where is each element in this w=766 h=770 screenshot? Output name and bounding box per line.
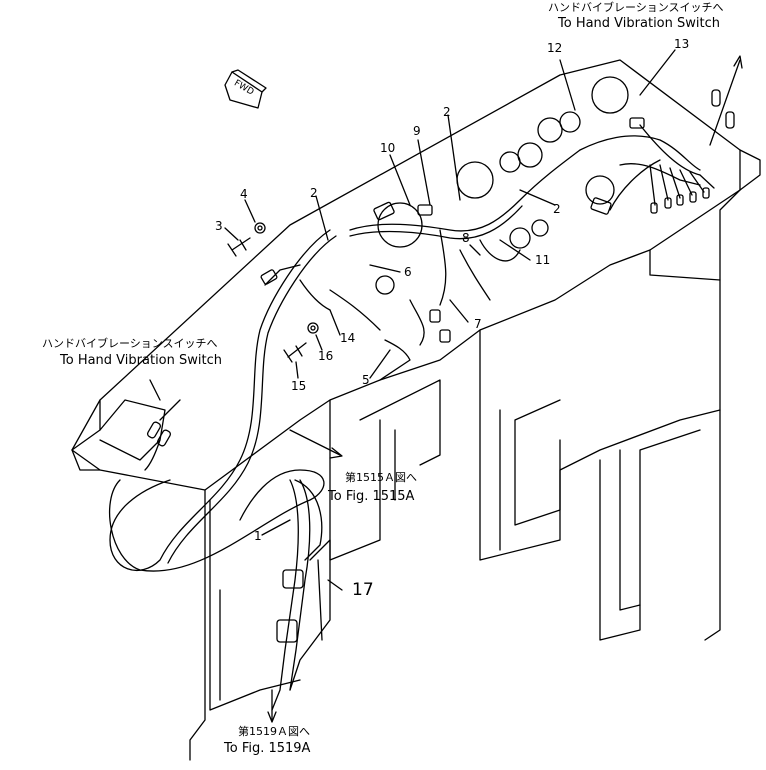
part-number-13: 13 [674,37,690,51]
bolt-15 [283,342,307,363]
part-number-14: 14 [340,331,356,345]
part-number-4: 4 [240,187,248,201]
part-number-2b: 2 [443,105,451,119]
part-number-12: 12 [547,41,563,55]
callout-top-right-jp: ハンドバイブレーションスイッチへ [548,1,724,14]
right-front-panel [649,249,721,281]
callout-top-right-en: To Hand Vibration Switch [558,16,720,31]
callout-left-jp: ハンドバイブレーションスイッチへ [42,337,218,350]
part-number-2c: 2 [553,202,561,216]
main-harness [349,149,581,232]
callout-bottom-en: To Fig. 1519A [224,741,311,756]
part-number-1: 1 [254,529,262,543]
part-number-16: 16 [318,349,334,363]
harness-loop [108,469,325,572]
gauge-large [456,161,494,199]
part-number-2a: 2 [310,186,318,200]
washer-16 [307,322,319,334]
part-number-15: 15 [291,379,307,393]
part-number-6: 6 [404,265,412,279]
part-number-7: 7 [474,317,482,331]
arrow-top-right [709,59,741,146]
console-top-surface [71,59,741,491]
part-number-9: 9 [413,124,421,138]
front-panel [189,489,206,761]
harness-17 [271,479,299,711]
part-number-5: 5 [362,373,370,387]
bolt-3 [227,237,251,257]
callout-mid-jp: 第1515Ａ図へ [345,471,417,484]
left-switch-bracket [99,399,166,461]
harness-left [109,229,331,571]
console-right-wall [704,189,741,641]
part-number-10: 10 [380,141,396,155]
console-right-side [739,149,761,191]
part-number-3: 3 [215,219,223,233]
arrow-mid [289,429,341,456]
washer-4 [254,222,266,234]
part-number-11: 11 [535,253,551,267]
left-side-panel [71,449,101,471]
part-number-17: 17 [352,580,374,600]
callout-left-en: To Hand Vibration Switch [60,353,222,368]
part-number-8: 8 [462,231,470,245]
callout-mid-en: To Fig. 1515A [328,489,415,504]
fwd-arrow-icon [224,69,267,109]
callout-bottom-jp: 第1519Ａ図へ [238,725,310,738]
